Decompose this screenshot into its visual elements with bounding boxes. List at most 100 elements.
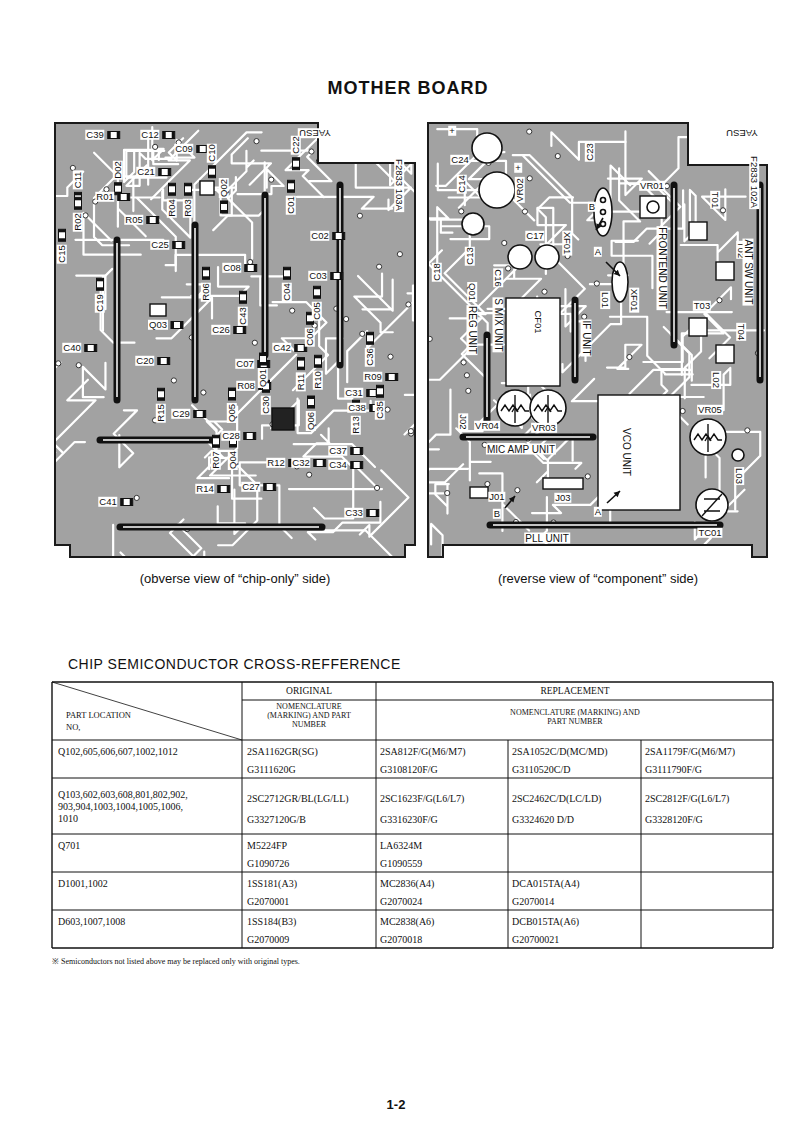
via-pad [83,213,88,218]
table-cell: Q701 [58,840,80,851]
copper-gap [607,345,641,369]
copper-gap [438,164,479,206]
part-label: C18 [432,262,442,281]
part-label: C31 [344,388,363,398]
board-ground [55,123,415,557]
part-label: C22 [291,135,301,154]
part-label: R03 [183,198,193,217]
table-rule [52,778,773,779]
table-rule [51,682,52,948]
via-pad [717,298,722,303]
via-pad [360,331,365,336]
part-label: C13 [465,246,475,265]
table-cell: 2SC1623F/G(L6/L7) [380,793,464,804]
part-label: L03 [734,467,744,485]
chip-component [218,486,230,493]
table-header: NOMENCLATURE (MARKING) AND PART NUMBER [505,709,645,727]
via-pad [506,266,511,271]
pointer-arrow [607,491,620,503]
copper-gap [209,422,223,469]
part-label: C29 [171,409,190,419]
chip-component [85,345,97,352]
table-cell: DCB015TA(A6) [512,916,579,927]
part-label: C05 [312,301,322,320]
connector-strip [195,225,196,400]
chip-component [377,385,384,397]
view-caption: (obverse view of “chip-only” side) [140,571,331,586]
via-pad [309,149,314,154]
table-cell: G3324620 D/D [512,814,574,825]
part-label: C06 [305,327,315,346]
via-pad [627,354,632,359]
part-label: D02 [113,160,123,179]
table-cell: G3316230F/G [380,814,438,825]
circuit-board [0,123,487,600]
chip-component [173,242,185,249]
chip-component [194,411,206,418]
chip-component [308,396,315,408]
electrolytic-capacitor [472,133,502,163]
part-label: VR04 [474,421,500,431]
board-view: (reverse view of “component” side) [428,123,768,593]
part-label: C16 [493,268,503,287]
variable-resistor [497,390,533,426]
pin-hole [601,198,606,203]
pointer-head [509,496,515,503]
part-label: R07 [211,450,221,469]
part-label: C40 [62,343,81,353]
chip-component [314,286,321,298]
connector-strip [674,185,675,345]
copper-gap [374,322,428,324]
table-cell: G3111620G [247,764,296,775]
part-label: C26 [211,325,230,335]
copper-gap [237,169,283,194]
part-label: R09 [363,372,382,382]
table-grid [52,682,773,948]
wiper-head [545,407,551,412]
chip-component [221,201,228,213]
via-pad [397,252,402,257]
via-pad [357,213,362,218]
chip-component [331,273,343,280]
part-label: C19 [95,293,105,312]
part-label: C09 [174,144,193,154]
trimmer-capacitor [696,489,728,521]
table-cell: 1SS184(B3) [247,916,296,927]
table-cell: G3328120F/G [645,814,703,825]
part-label: T03 [693,301,711,311]
footnote: ※ Semiconductors not listed above may be… [52,958,300,967]
table-cell: G2070018 [380,934,422,945]
copper-gap [562,287,621,372]
via-pad [445,490,450,495]
table-cell: D603,1007,1008 [58,916,125,927]
pin-hole [601,210,606,215]
chip-component [163,132,175,139]
part-label: C11 [73,171,83,190]
part-label: T01 [710,191,720,209]
part-label: B [588,202,596,212]
part-label: C38 [347,403,366,413]
part-label: C08 [222,263,241,273]
via-pad [252,340,257,345]
table-header: NOMENCLATURE (MARKING) AND PART NUMBER [259,703,359,729]
part-label: L02 [711,371,721,389]
via-pad [344,316,349,321]
part-label: XF01 [629,288,639,313]
table-rule [772,682,773,948]
copper-gap [487,444,581,469]
pointer-head [614,491,620,497]
part-label: A [594,507,602,517]
table-rule [508,740,509,948]
chip-component [97,278,104,290]
via-pad [680,408,685,413]
copper-gap [405,459,468,493]
part-label: YAESU [725,128,759,138]
trimmer-pot [640,196,666,218]
connector-strip [575,300,576,380]
table-cell: MC2838(A6) [380,916,434,927]
table-cell: Q103,602,603,608,801,802,902, 903,904,10… [58,789,198,825]
crystal-filter [594,188,612,236]
part-label: C37 [328,446,347,456]
vco-shield [598,395,680,510]
table-cell: Q102,605,606,607,1002,1012 [58,746,238,758]
